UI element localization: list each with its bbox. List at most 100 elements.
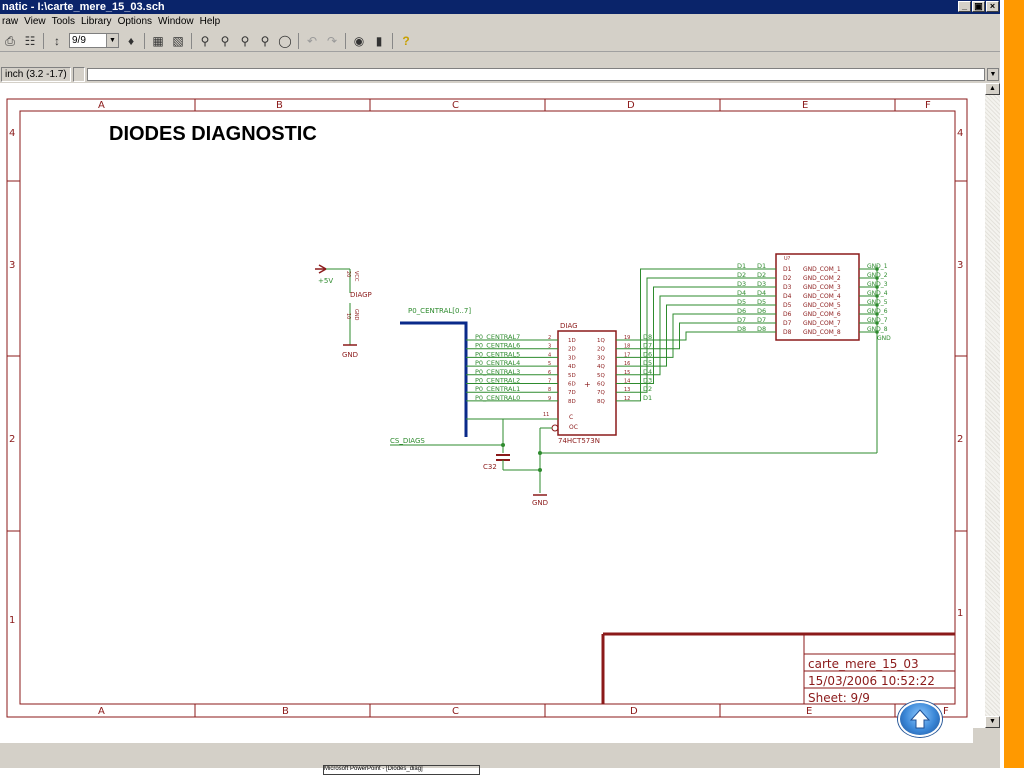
vcc-pin-label: VCC: [353, 271, 359, 282]
latch-output-pin: 15: [624, 370, 630, 376]
annotate-icon[interactable]: ▧: [172, 33, 184, 48]
bus: P0_CENTRAL[0..7]: [400, 307, 471, 437]
latch-input-name: 3D: [568, 355, 576, 361]
status-bar: Microsoft PowerPoint - [Diodes_diag]: [0, 743, 1000, 775]
menu-options[interactable]: Options: [117, 16, 153, 27]
sheet-select-value: 9/9: [72, 35, 86, 46]
sheet-select[interactable]: 9/9 ▼: [69, 33, 119, 48]
menu-tools[interactable]: Tools: [51, 16, 75, 27]
latch-output-name: 5Q: [597, 373, 605, 379]
latch-input-name: 5D: [568, 373, 576, 379]
connector-pin-gnd: GND_COM_5: [803, 302, 841, 309]
latch-input-net: P0_CENTRAL4: [475, 359, 520, 367]
up-arrow-button[interactable]: [898, 701, 942, 737]
latch-output-name: 4Q: [597, 364, 605, 370]
column-label-b: B: [276, 100, 283, 111]
latch-input-pin: 7: [548, 379, 551, 385]
close-button[interactable]: ×: [986, 1, 999, 12]
latch-input-pin: 9: [548, 396, 551, 402]
chevron-down-icon[interactable]: ▼: [987, 68, 999, 81]
cs-label: CS_DIAGS: [390, 437, 425, 445]
latch-output-net: D2: [643, 385, 652, 393]
menu-help[interactable]: Help: [199, 16, 221, 27]
erc-icon[interactable]: ◉: [353, 33, 365, 48]
library-icon[interactable]: ♦: [127, 33, 135, 48]
row-label-3-right: 3: [957, 260, 963, 271]
schematic-icon[interactable]: ☷: [24, 33, 36, 48]
horizontal-scroll-corner[interactable]: [973, 728, 1000, 743]
scroll-down-icon[interactable]: ▼: [985, 716, 1000, 728]
redo-icon[interactable]: ↷: [326, 33, 338, 48]
column-label-a: A: [98, 100, 105, 111]
pin20-label: 20: [345, 271, 351, 277]
schematic-drawing: A B C D E F A B C D E F 4 3 2 1 4 3 2 1 …: [6, 98, 968, 718]
menu-draw[interactable]: raw: [2, 16, 19, 27]
chevron-down-icon[interactable]: ▼: [106, 34, 118, 47]
redraw-icon[interactable]: ◯: [278, 33, 292, 48]
route-wire: [616, 286, 734, 384]
connector-input-net-inner: D7: [757, 316, 766, 324]
taskbar-item[interactable]: Microsoft PowerPoint - [Diodes_diag]: [323, 765, 480, 775]
menu-bar: raw View Tools Library Options Window He…: [0, 14, 1000, 30]
schematic-canvas[interactable]: A B C D E F A B C D E F 4 3 2 1 4 3 2 1 …: [0, 83, 985, 728]
latch-plus-mark: +: [584, 380, 591, 389]
bom-icon[interactable]: ▮: [375, 33, 383, 48]
sheet-frame-outer: [6, 98, 968, 718]
connector-input-net: D5: [737, 298, 746, 306]
window-controls: _ ▣ ×: [958, 1, 999, 12]
connector-pin-name: D7: [783, 320, 792, 327]
route-wire: [616, 313, 734, 358]
command-field[interactable]: [86, 68, 985, 81]
column-label-f-bottom: F: [943, 706, 949, 717]
zoom-out-icon[interactable]: ⚲: [220, 33, 230, 48]
latch-output-pin: 16: [624, 361, 630, 367]
menu-library[interactable]: Library: [80, 16, 112, 27]
gnd-label-left: GND: [342, 351, 358, 359]
printer-icon[interactable]: ⎙: [5, 33, 15, 48]
connector-pin-gnd: GND_COM_8: [803, 329, 841, 336]
latch-output-net: D5: [643, 359, 652, 367]
toolbar-separator: [43, 32, 44, 49]
diode-connector[interactable]: U? D1D1D1GND_COM_1GND_1D2D2D2GND_COM_2GN…: [734, 253, 891, 453]
latch-output-pin: 13: [624, 387, 630, 393]
zoom-area-icon[interactable]: ⚲: [240, 33, 250, 48]
restore-button[interactable]: ▣: [972, 1, 985, 12]
connector-pin-name: D4: [783, 293, 792, 300]
connector-pin-gnd: GND_COM_6: [803, 311, 841, 318]
row-label-3: 3: [9, 260, 15, 271]
connector-input-net: D2: [737, 271, 746, 279]
menu-window[interactable]: Window: [158, 16, 194, 27]
latch-output-name: 3Q: [597, 355, 605, 361]
hierarchy-icon[interactable]: ↕: [54, 33, 60, 48]
column-label-b-bottom: B: [282, 706, 289, 717]
undo-icon[interactable]: ↶: [306, 33, 318, 48]
toolbar-separator: [345, 32, 346, 49]
toolbar-separator: [144, 32, 145, 49]
row-label-2-right: 2: [957, 434, 963, 445]
latch-input-net: P0_CENTRAL0: [475, 394, 520, 402]
latch-input-pin: 6: [548, 370, 551, 376]
window-titlebar[interactable]: natic - I:\carte_mere_15_03.sch _ ▣ ×: [0, 0, 1000, 14]
netlist-icon[interactable]: ▦: [152, 33, 164, 48]
latch-input-pin: 3: [548, 344, 551, 350]
latch-input-name: 6D: [568, 382, 576, 388]
help-icon[interactable]: ?: [402, 33, 410, 48]
latch-output-name: 7Q: [597, 390, 605, 396]
row-label-4: 4: [9, 128, 15, 139]
minimize-button[interactable]: _: [958, 1, 971, 12]
latch-output-net: D8: [643, 333, 652, 341]
column-label-d-bottom: D: [630, 706, 638, 717]
menu-view[interactable]: View: [24, 16, 46, 27]
latch-output-pin: 17: [624, 352, 630, 358]
latch-part: 74HCT573N: [558, 437, 600, 445]
zoom-fit-icon[interactable]: ⚲: [260, 33, 270, 48]
scroll-up-icon[interactable]: ▲: [985, 83, 1000, 95]
latch-output-name: 2Q: [597, 347, 605, 353]
latch-input-name: 7D: [568, 390, 576, 396]
zoom-in-icon[interactable]: ⚲: [200, 33, 210, 48]
connector-input-net: D3: [737, 280, 746, 288]
column-label-c: C: [452, 100, 459, 111]
vertical-scrollbar[interactable]: ▲ ▼: [985, 83, 1000, 728]
toolbar-separator: [392, 32, 393, 49]
